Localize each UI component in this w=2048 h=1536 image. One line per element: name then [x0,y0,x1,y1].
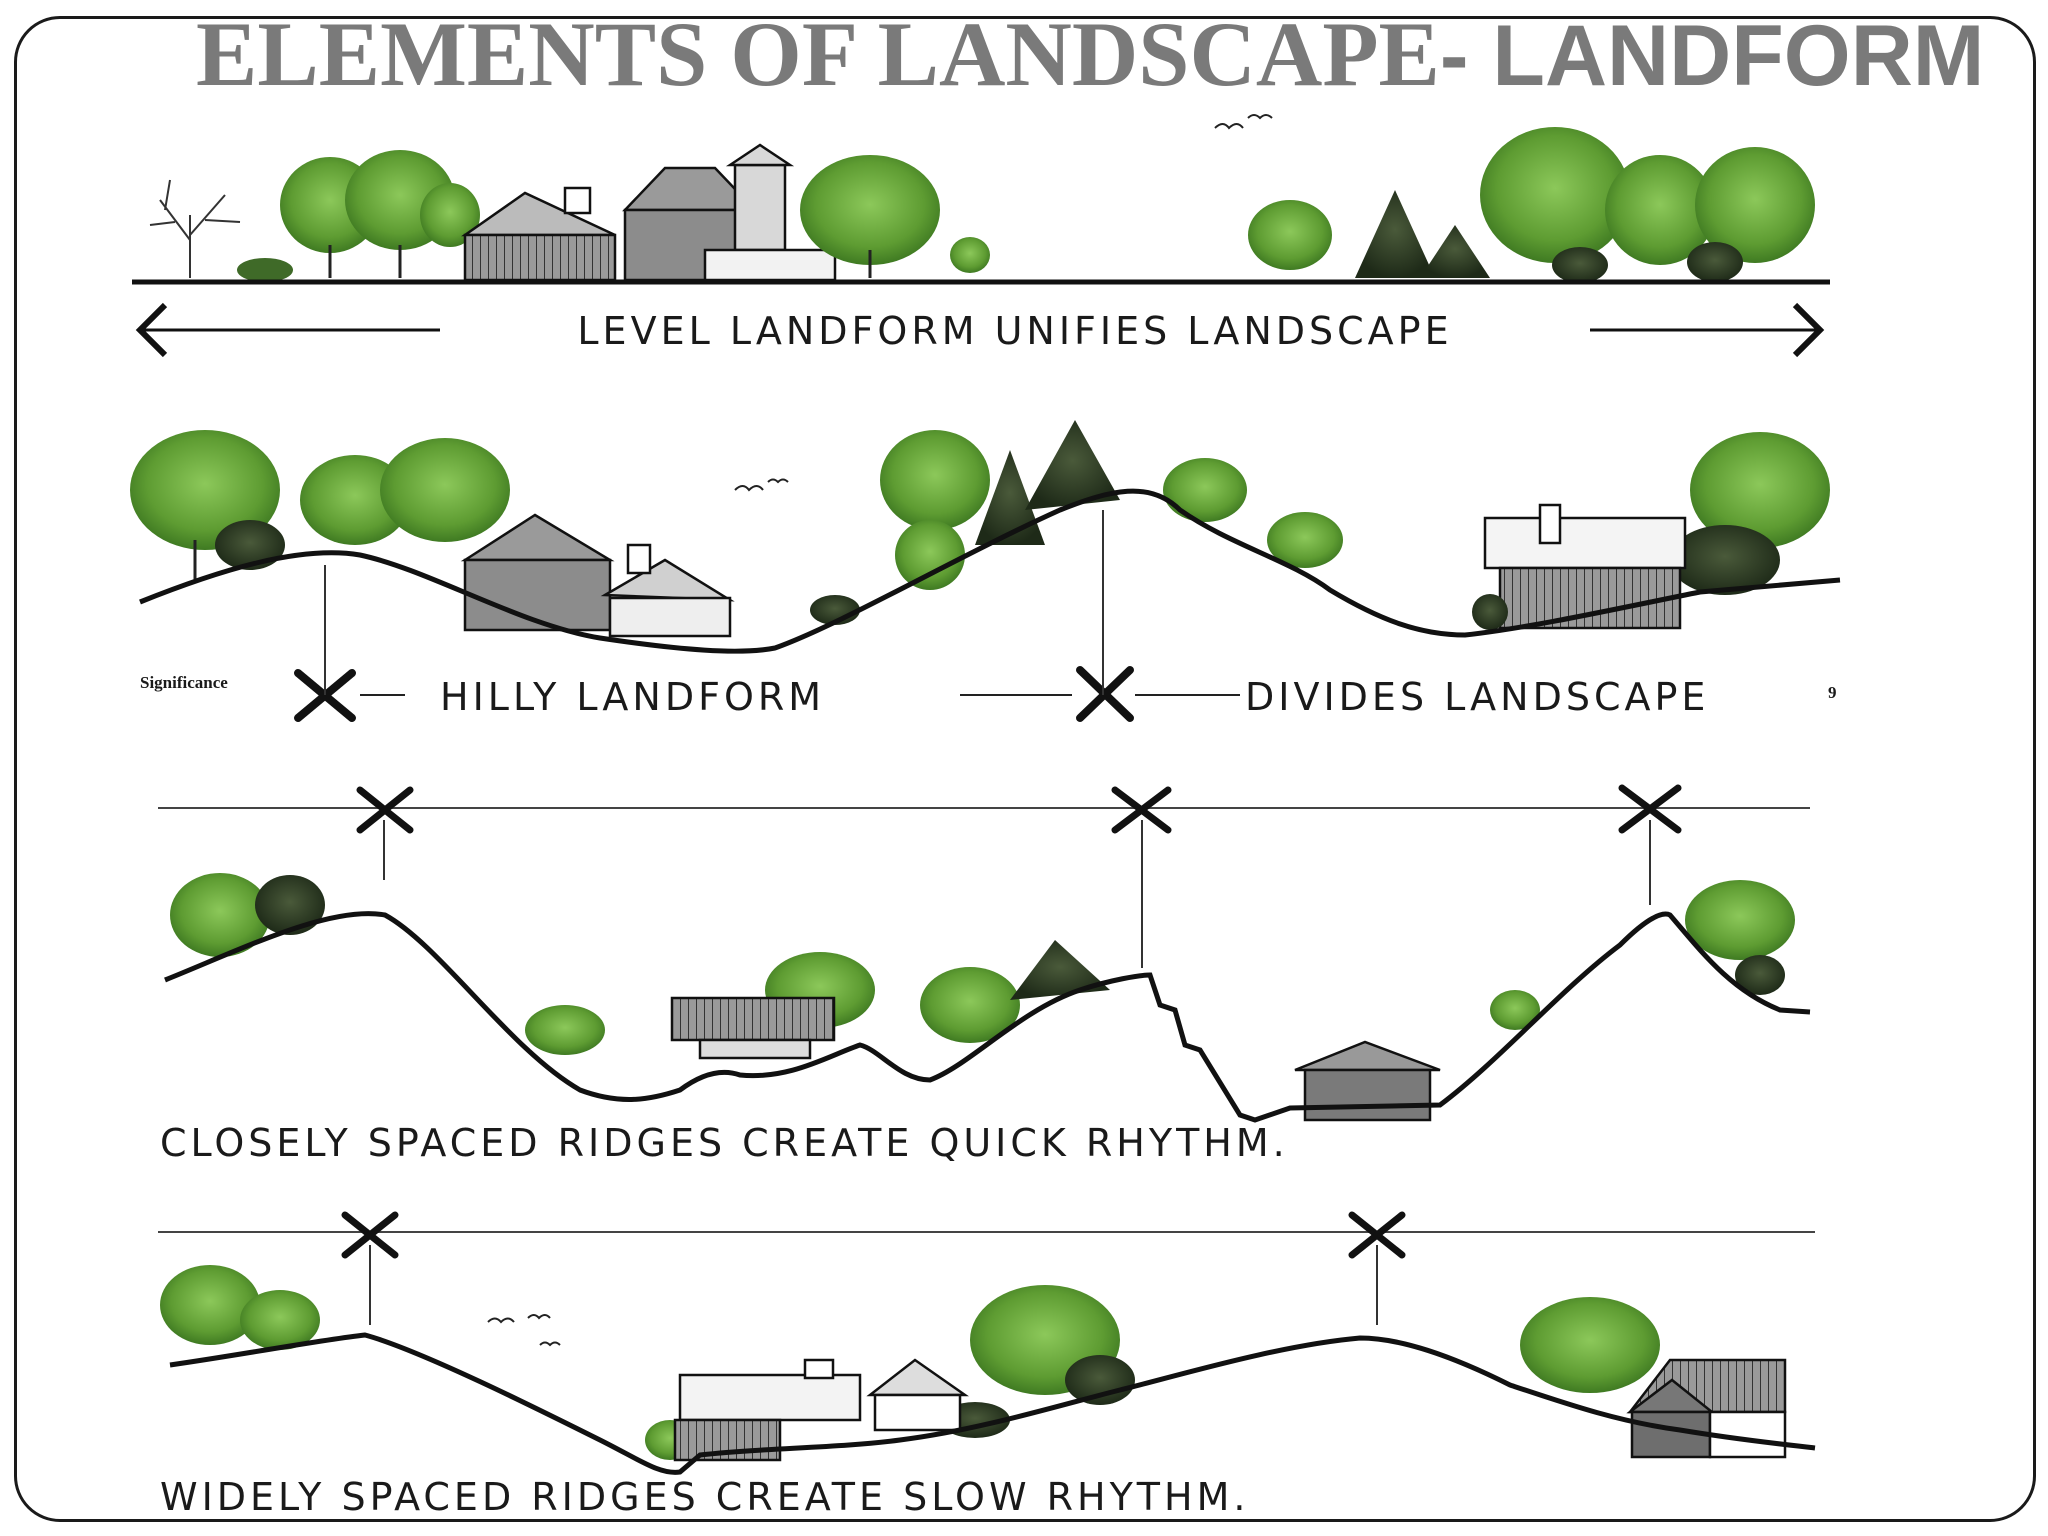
panel-hilly-landform: Significance HILLY LANDFORM DIVIDES LAND… [130,420,1840,719]
barn-house-icon [1472,505,1685,630]
panel-closely-spaced-ridges: CLOSELY SPACED RIDGES CREATE QUICK RHYTH… [158,788,1810,1165]
barn-house-icon [465,188,615,280]
significance-note: Significance [140,673,228,692]
panel-widely-spaced-ridges: WIDELY SPACED RIDGES CREATE SLOW RHYTHM. [158,1215,1815,1519]
tree-cluster-icon [170,873,1795,1055]
panel-level-landform: LEVEL LANDFORM UNIFIES LANDSCAPE [132,115,1830,355]
bird-icon [735,480,788,491]
tree-cluster-icon [237,150,480,282]
bird-icon [488,1315,560,1345]
closely-spaced-caption: CLOSELY SPACED RIDGES CREATE QUICK RHYTH… [160,1121,1289,1165]
house-icon [465,515,730,636]
page-mark: 9 [1828,683,1837,702]
tree-cluster-icon [1248,127,1815,283]
level-landform-caption: LEVEL LANDFORM UNIFIES LANDSCAPE [577,309,1452,353]
bird-icon [1215,115,1272,128]
deck-house-icon [672,998,834,1058]
tree-cluster-icon [130,430,510,580]
marker-x-icon [1080,670,1130,718]
widely-spaced-caption: WIDELY SPACED RIDGES CREATE SLOW RHYTHM. [160,1475,1249,1519]
bare-tree-icon [150,180,240,278]
hilly-landform-caption: HILLY LANDFORM [440,675,825,719]
divides-landscape-caption: DIVIDES LANDSCAPE [1245,675,1709,719]
